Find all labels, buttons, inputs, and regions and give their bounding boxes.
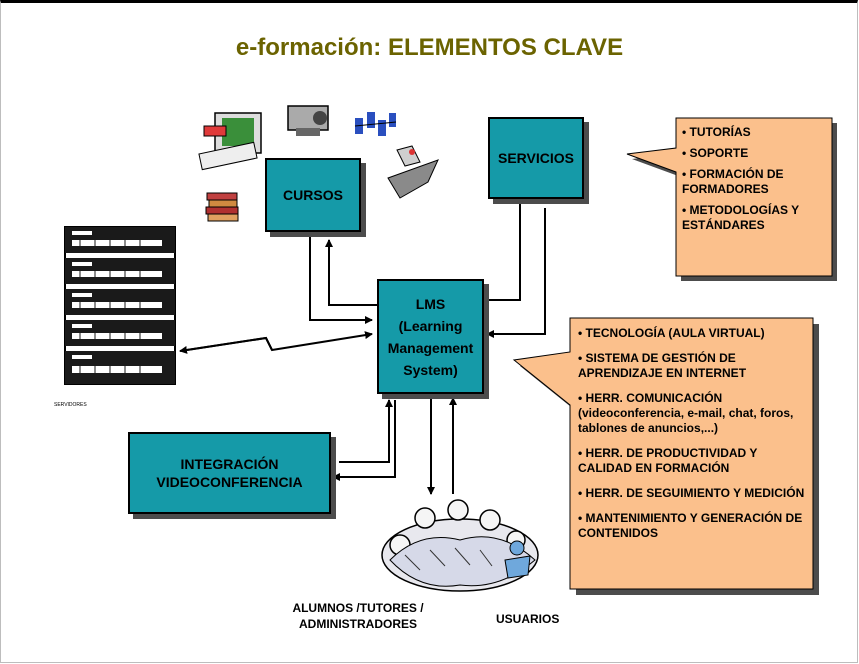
users-group-icon [381,499,539,592]
lms-callout-shape [512,317,819,595]
integracion-label-line2: VIDEOCONFERENCIA [156,474,303,490]
arrow-lms-to-servers [179,336,273,354]
cursos-label: CURSOS [283,187,343,203]
servicios-callout-item: • SOPORTE [682,146,749,160]
arrow-servicios-to-lms [486,208,546,338]
servicios-callout-list: • TUTORÍAS • SOPORTE • FORMACIÓN DE FORM… [682,125,822,239]
lms-callout-item: • HERR. DE PRODUCTIVIDAD Y CALIDAD EN FO… [578,446,758,475]
lms-callout-item: • HERR. DE SEGUIMIENTO Y MEDICIÓN [578,486,805,500]
arrow-lms-to-cursos [325,239,377,306]
arrow-lms-to-servicios [482,192,524,301]
lms-box: LMS (Learning Management System) [377,279,484,394]
lms-callout-list: • TECNOLOGÍA (AULA VIRTUAL) • SISTEMA DE… [578,326,808,547]
servidores-label: SERVIDORES [54,402,87,408]
lms-callout-item: • HERR. COMUNICACIÓN (videoconferencia, … [578,391,794,435]
lms-label-line4: System) [403,361,458,378]
integracion-box: INTEGRACIÓN VIDEOCONFERENCIA [128,432,331,514]
integracion-label-line1: INTEGRACIÓN [180,456,279,472]
alumnos-label: ALUMNOS /TUTORES / ADMINISTRADORES [278,600,438,632]
servicios-callout-item: • TUTORÍAS [682,125,751,139]
servicios-box: SERVICIOS [488,117,584,199]
lms-label-line1: LMS [415,295,446,312]
cursos-box: CURSOS [265,158,361,232]
servicios-label: SERVICIOS [498,150,574,166]
servicios-callout-item: • METODOLOGÍAS Y ESTÁNDARES [682,203,799,232]
arrow-servers-to-lms [186,331,373,352]
lms-callout-item: • SISTEMA DE GESTIÓN DE APRENDIZAJE EN I… [578,351,747,380]
arrow-cursos-to-lms [309,232,373,324]
alumnos-label-line1: ALUMNOS /TUTORES / [292,601,424,615]
slide-title: e-formación: ELEMENTOS CLAVE [235,34,624,61]
lms-label-line2: (Learning [398,317,463,334]
servicios-callout-item: • FORMACIÓN DE FORMADORES [682,167,784,196]
lms-label-line3: Management [387,339,474,356]
usuarios-label: USUARIOS [496,612,560,626]
arrow-lms-to-integracion [332,400,396,481]
lms-callout-item: • TECNOLOGÍA (AULA VIRTUAL) [578,326,765,340]
alumnos-label-line2: ADMINISTRADORES [298,617,417,631]
server-rack-icon [64,226,176,385]
servicios-callout-shape [626,117,837,281]
arrow-integracion-to-lms [339,399,393,463]
lms-callout-item: • MANTENIMIENTO Y GENERACIÓN DE CONTENID… [578,511,803,540]
course-clipart-icon [198,105,439,222]
